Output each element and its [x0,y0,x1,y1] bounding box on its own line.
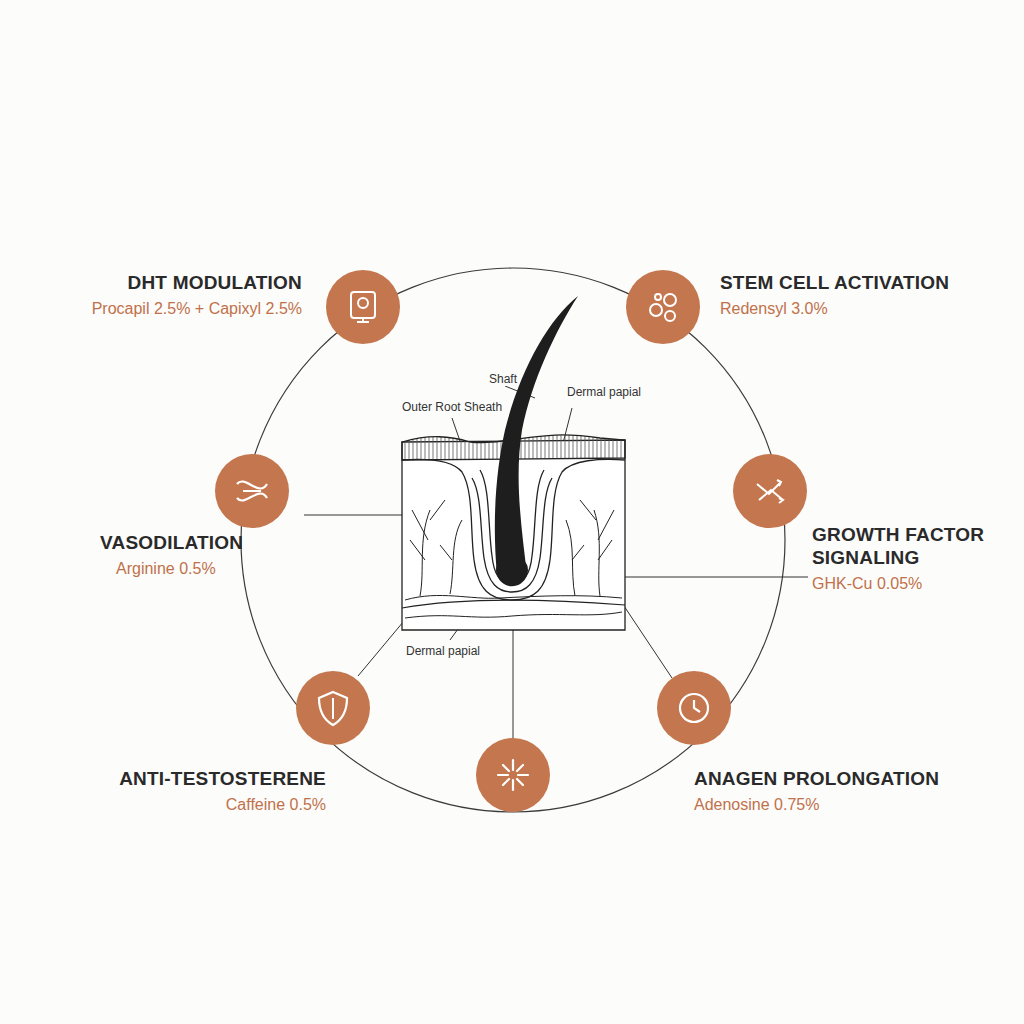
part-label: Dermal papial [565,385,643,399]
ingredient-dose: GHK-Cu 0.05% [812,574,987,593]
mechanism-heading: STEM CELL ACTIVATION [720,272,980,295]
ingredient-dose: Adenosine 0.75% [694,795,944,814]
part-label: Outer Root Sheath [400,400,504,414]
icon-circle: VASODILATIONArginine 0.5% [215,454,289,528]
icon [657,671,731,745]
icon [215,454,289,528]
mechanism-heading: VASODILATION [100,532,300,555]
mechanism-heading: ANTI-TESTOSTERENE [96,768,326,791]
icon [296,671,370,745]
ingredient-dose: Caffeine 0.5% [96,795,326,814]
icon-circle: ANAGEN PROLONGATIONAdenosine 0.75% [657,671,731,745]
mechanism-heading: DHT MODULATION [42,272,302,295]
icon-circle: ANTI-TESTOSTERENECaffeine 0.5% [296,671,370,745]
ingredient-dose: Arginine 0.5% [116,559,316,578]
icon-circle: STEM CELL ACTIVATIONRedensyl 3.0% [626,270,700,344]
mechanism-heading: GROWTH FACTOR SIGNALING [812,524,987,570]
icon [626,270,700,344]
mechanism-heading: ANAGEN PROLONGATION [694,768,944,791]
ingredient-dose: Procapil 2.5% + Capixyl 2.5% [42,299,302,318]
part-label: Shaft [487,372,519,386]
icon-circle: DHT MODULATIONProcapil 2.5% + Capixyl 2.… [326,270,400,344]
icon [733,454,807,528]
icon [326,270,400,344]
icon-circle: GROWTH FACTOR SIGNALINGGHK-Cu 0.05% [733,454,807,528]
ingredient-dose: Redensyl 3.0% [720,299,980,318]
part-label: Dermal papial [404,644,482,658]
